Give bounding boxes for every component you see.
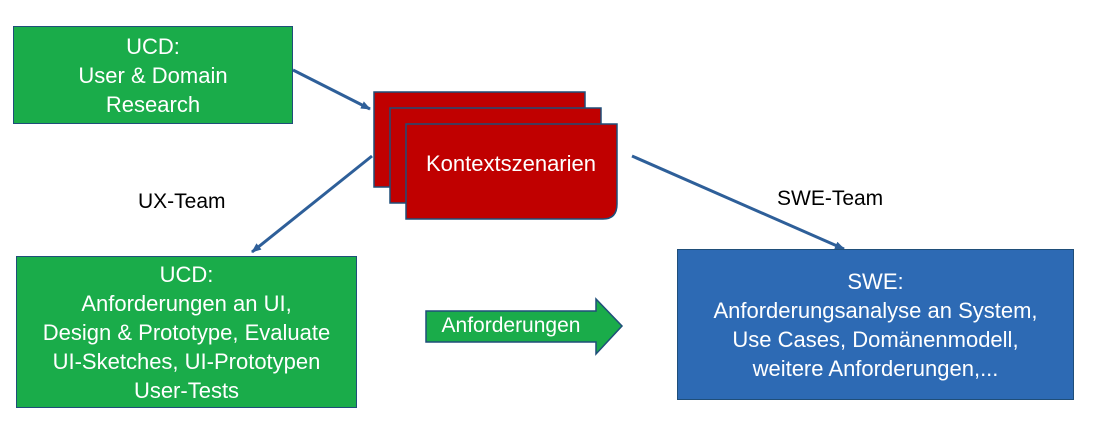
requirements-block-arrow: [425, 297, 624, 356]
ucd-requirements-box: UCD: Anforderungen an UI, Design & Proto…: [16, 256, 357, 408]
arrow-scenarios-to-swe: [631, 154, 845, 251]
arrow-research-to-scenarios: [292, 68, 371, 111]
box-line: UCD:: [126, 33, 180, 59]
requirements-arrow-label: Anforderungen: [441, 314, 581, 337]
box-line: Use Cases, Domänenmodell,: [732, 326, 1019, 352]
box-line: User & Domain: [78, 62, 228, 88]
box-line: Design & Prototype, Evaluate: [42, 319, 331, 345]
box-line: UI-Sketches, UI-Prototypen: [52, 348, 321, 374]
box-line: SWE:: [847, 268, 904, 294]
box-line: weitere Anforderungen,...: [752, 355, 999, 381]
arrow-scenarios-to-ucd: [251, 154, 373, 254]
ucd-research-box: UCD: User & Domain Research: [13, 26, 293, 124]
swe-box: SWE: Anforderungsanalyse an System, Use …: [677, 249, 1074, 400]
box-line: Research: [105, 91, 201, 117]
swe-team-label: SWE-Team: [777, 187, 884, 210]
box-line: Anforderungsanalyse an System,: [713, 297, 1038, 323]
scenario-documents-label: Kontextszenarien: [426, 151, 596, 176]
scenario-documents-stack: [373, 91, 618, 220]
scenario-document-front: [405, 123, 618, 220]
ux-team-label: UX-Team: [138, 190, 226, 213]
box-line: UCD:: [159, 261, 214, 287]
box-line: User-Tests: [133, 377, 240, 403]
box-line: Anforderungen an UI,: [81, 290, 292, 316]
